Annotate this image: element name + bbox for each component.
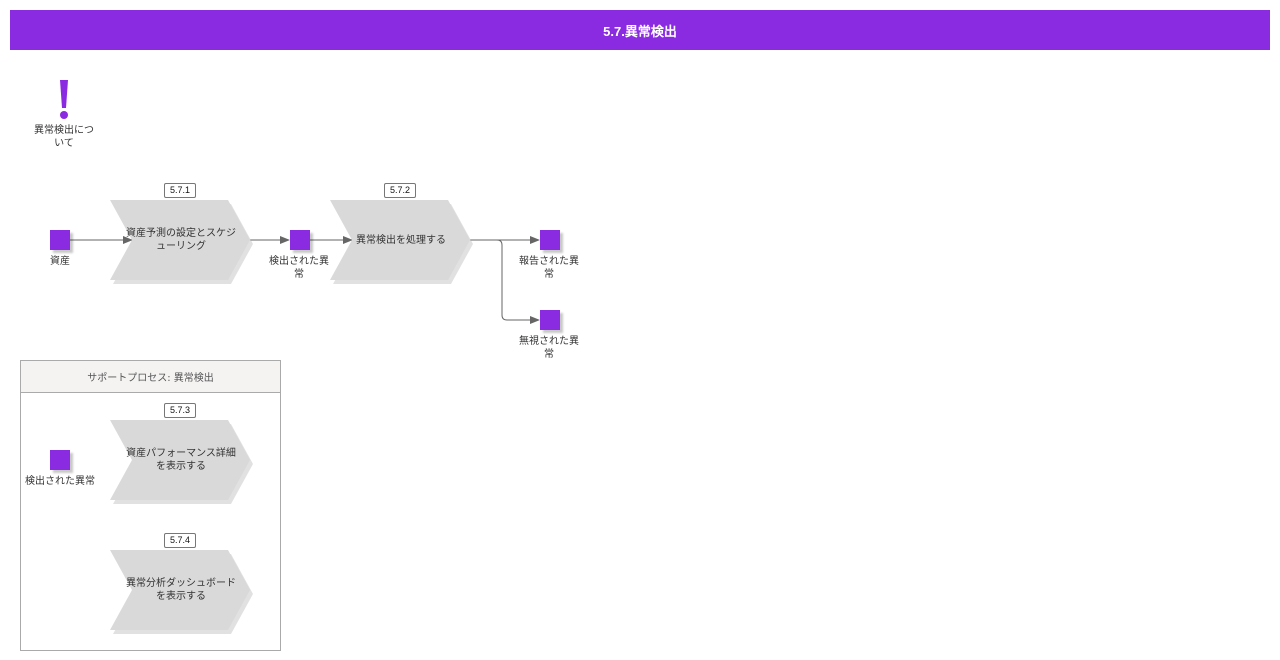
connector-5-7-2-to-ignored [470,239,540,324]
event-label: 報告された異常 [519,256,579,280]
exclamation-icon [60,80,68,119]
process-5-7-2[interactable]: 異常検出を処理する [330,200,475,284]
process-id-badge: 5.7.4 [164,533,196,548]
event-ignored-anomaly[interactable] [540,310,560,330]
process-label: 異常分析ダッシュボードを表示する [126,578,236,602]
support-process-title: サポートプロセス: 異常検出 [21,361,280,393]
info-block[interactable]: 異常検出について [30,78,98,150]
chevron-shape [110,420,253,504]
process-label: 資産パフォーマンス詳細を表示する [126,448,236,472]
process-label: 資産予測の設定とスケジューリング [126,228,236,252]
event-label: 検出された異常 [269,256,329,280]
chevron-shape [330,200,473,284]
info-label: 異常検出について [34,125,94,149]
event-label: 無視された異常 [519,336,579,360]
chevron-shape [110,200,253,284]
process-5-7-1[interactable]: 資産予測の設定とスケジューリング [110,200,255,284]
event-detected-anomaly[interactable] [290,230,310,250]
page-title: 5.7.異常検出 [603,23,677,39]
process-id-badge: 5.7.3 [164,403,196,418]
event-label: 資産 [50,256,70,267]
chevron-shape [110,550,253,634]
process-id-badge: 5.7.1 [164,183,196,198]
process-5-7-4[interactable]: 異常分析ダッシュボードを表示する [110,550,255,634]
event-reported-anomaly[interactable] [540,230,560,250]
page-title-bar: 5.7.異常検出 [10,10,1270,50]
process-id-badge: 5.7.2 [384,183,416,198]
process-5-7-3[interactable]: 資産パフォーマンス詳細を表示する [110,420,255,504]
process-label: 異常検出を処理する [356,234,446,246]
event-label: 検出された異常 [25,476,95,487]
event-asset[interactable] [50,230,70,250]
event-support-detected-anomaly[interactable] [50,450,70,470]
